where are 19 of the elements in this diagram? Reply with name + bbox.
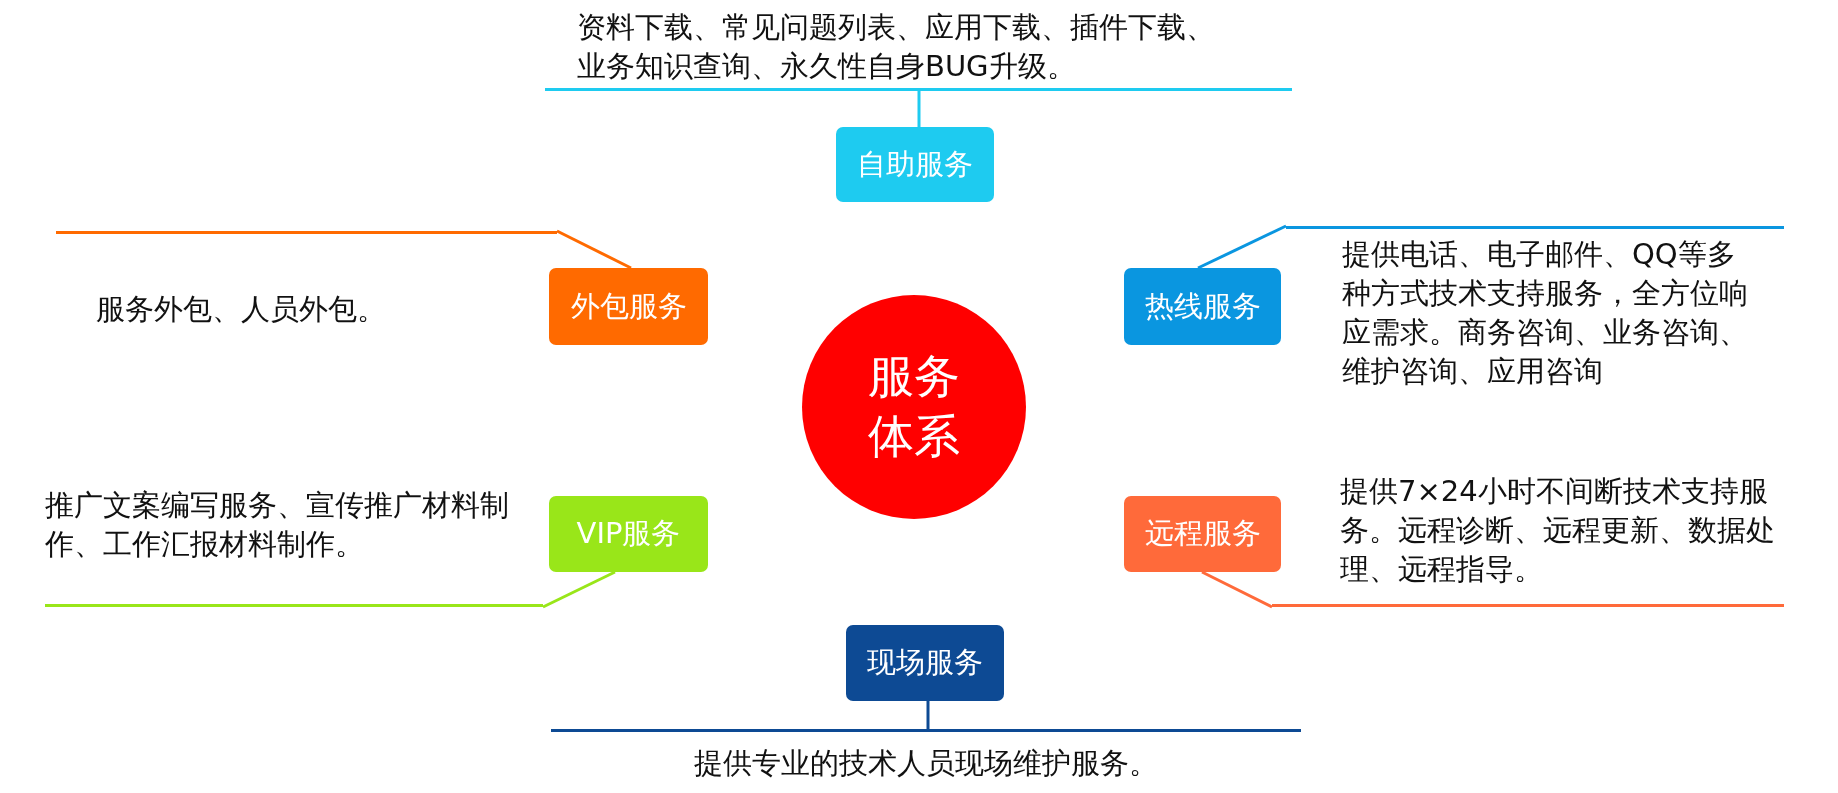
service-box: 外包服务 [549, 268, 708, 345]
connector-line [1201, 570, 1273, 609]
service-description: 服务外包、人员外包。 [56, 231, 557, 345]
service-box: 热线服务 [1124, 268, 1281, 345]
service-description: 推广文案编写服务、宣传推广材料制作、工作汇报材料制作。 [45, 480, 543, 607]
service-box: 自助服务 [836, 127, 994, 202]
service-description: 资料下载、常见问题列表、应用下载、插件下载、业务知识查询、永久性自身BUG升级。 [545, 0, 1292, 91]
connector-line [556, 229, 632, 270]
center-circle: 服务体系 [802, 295, 1026, 519]
service-description: 提供专业的技术人员现场维护服务。 [551, 729, 1301, 793]
service-description: 提供电话、电子邮件、QQ等多种方式技术支持服务，全方位响应需求。商务咨询、业务咨询、维护咨询、应用咨询 [1286, 226, 1784, 391]
connector-line [1197, 224, 1287, 270]
connector-line [542, 570, 616, 609]
service-box: 远程服务 [1124, 496, 1281, 572]
connector-line [926, 701, 930, 729]
service-box: VIP服务 [549, 496, 708, 572]
service-box: 现场服务 [846, 625, 1004, 701]
service-description: 提供7×24小时不间断技术支持服务。远程诊断、远程更新、数据处理、远程指导。 [1272, 468, 1784, 607]
connector-line [917, 91, 921, 127]
